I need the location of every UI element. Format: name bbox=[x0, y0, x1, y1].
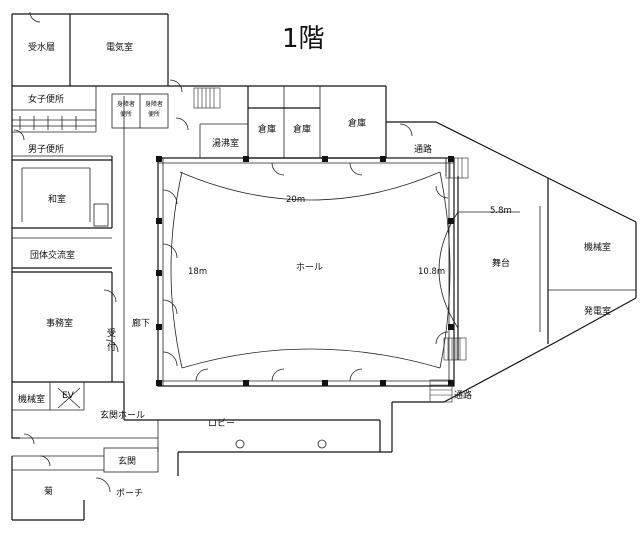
corridor-label: 廊下 bbox=[132, 317, 150, 329]
storage-2-label: 倉庫 bbox=[293, 123, 311, 135]
stage-area bbox=[457, 176, 636, 360]
water-tank-label: 受水層 bbox=[28, 41, 55, 53]
restroom-partitions bbox=[12, 116, 96, 130]
passage-bottom-label: 通路 bbox=[454, 389, 472, 401]
washitsu-label: 和室 bbox=[48, 193, 66, 205]
machine-room-right-label: 機械室 bbox=[584, 241, 611, 253]
entrance-label: 玄関 bbox=[118, 455, 136, 467]
ev-label: EV bbox=[62, 391, 75, 401]
kettle-room-label: 湯沸室 bbox=[212, 137, 239, 149]
generator-room-label: 発電室 bbox=[584, 305, 611, 317]
disabled-restroom-1-label-b: 便所 bbox=[120, 110, 132, 118]
top-left-rooms bbox=[12, 14, 169, 473]
womens-restroom-label: 女子便所 bbox=[28, 93, 64, 105]
room-labels: 受水層 電気室 女子便所 身障者 便所 身障者 便所 男子便所 倉庫 倉庫 倉庫… bbox=[18, 41, 611, 499]
reception-label-a: 受 bbox=[107, 327, 116, 339]
lobby-pillars bbox=[235, 439, 327, 449]
lobby-label: ロビー bbox=[208, 418, 235, 429]
misc-door-swings bbox=[13, 11, 413, 493]
stage-label: 舞台 bbox=[492, 257, 510, 269]
group-room-label: 団体交流室 bbox=[30, 249, 75, 261]
reception-label-b: 付 bbox=[107, 342, 116, 353]
disabled-restroom-1-label-a: 身障者 bbox=[117, 100, 135, 108]
outer-walls bbox=[11, 13, 637, 521]
stage-width-label: 5.8m bbox=[490, 206, 512, 216]
stairs bbox=[193, 87, 469, 403]
floor-title: 1階 bbox=[282, 24, 325, 54]
hall-depth-label: 18m bbox=[188, 267, 207, 277]
disabled-restroom-2-label-b: 便所 bbox=[148, 110, 160, 118]
storage-1-label: 倉庫 bbox=[258, 123, 276, 135]
garden-label: 菊 bbox=[44, 486, 53, 497]
hall-width-label: 20m bbox=[286, 195, 305, 205]
mens-restroom-label: 男子便所 bbox=[28, 143, 64, 155]
hall-door-swings bbox=[162, 162, 449, 382]
washitsu-interior bbox=[21, 167, 109, 227]
hall-label: ホール bbox=[296, 262, 323, 273]
disabled-restroom-2-label-a: 身障者 bbox=[145, 100, 163, 108]
electric-room-label: 電気室 bbox=[106, 41, 133, 53]
storage-row bbox=[199, 86, 447, 176]
dimension-labels: 20m 18m 10.8m 5.8m bbox=[188, 195, 512, 277]
stage-depth-label: 10.8m bbox=[418, 267, 445, 277]
machine-room-left-label: 機械室 bbox=[18, 393, 45, 405]
storage-3-label: 倉庫 bbox=[348, 117, 366, 129]
entrance-hall-label: 玄関ホール bbox=[100, 409, 145, 421]
office-label: 事務室 bbox=[46, 317, 73, 329]
porch-label: ポーチ bbox=[116, 488, 143, 499]
passage-top-label: 通路 bbox=[414, 143, 432, 155]
hall-pillars bbox=[156, 156, 454, 386]
corridor-lobby-walls bbox=[104, 96, 381, 452]
